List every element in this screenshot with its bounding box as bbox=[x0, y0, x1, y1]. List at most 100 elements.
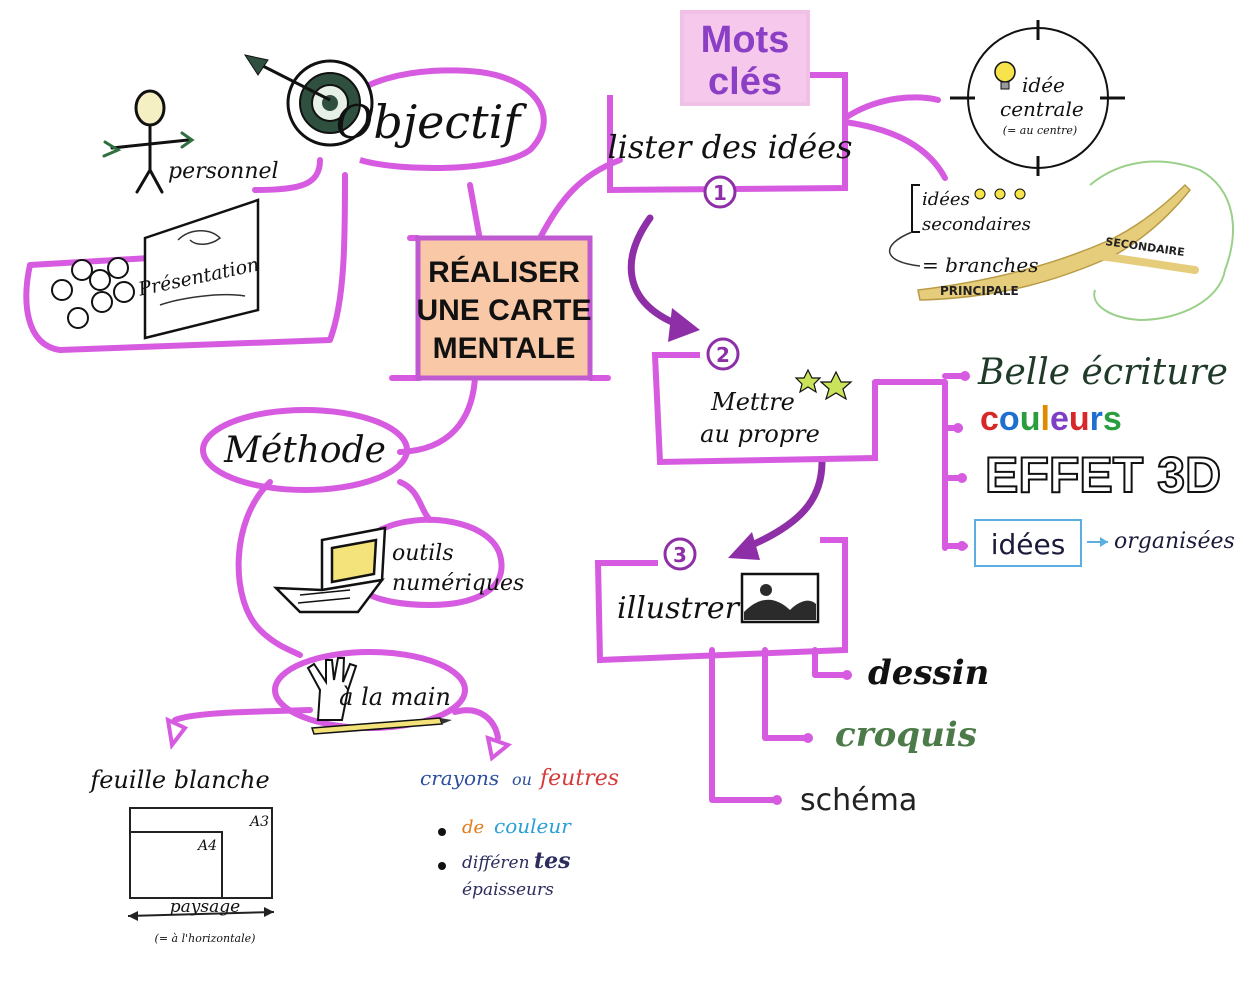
flow-arrow-2-3 bbox=[741, 458, 826, 552]
branch-main-crayons bbox=[452, 707, 501, 741]
branch-principale-shape bbox=[917, 183, 1192, 301]
couleurs-letter: s bbox=[1103, 400, 1122, 438]
couleurs-letter: c bbox=[980, 400, 999, 438]
objectif-title: Objectif bbox=[336, 95, 528, 149]
paysage-label: paysage bbox=[170, 897, 240, 917]
center-title-line3: MENTALE bbox=[433, 332, 576, 365]
crayons-node: crayons ou feutres de couleur différen t… bbox=[420, 766, 619, 900]
objectif-node: Objectif bbox=[243, 54, 547, 172]
center-title-line1: RÉALISER bbox=[428, 255, 580, 289]
sheet-a3-label: A3 bbox=[248, 814, 269, 830]
presentation-node: Présentation bbox=[51, 198, 261, 340]
branch-step3-croquis bbox=[762, 647, 808, 741]
flow-arrow-1-2-head bbox=[668, 308, 700, 342]
idees-secondaires-node: PRINCIPALE SECONDAIRE idées secondaires … bbox=[889, 160, 1234, 322]
de-label: de bbox=[462, 817, 484, 838]
dot-schema bbox=[772, 795, 782, 805]
secondaires-line2: secondaires bbox=[922, 214, 1031, 235]
methode-node: Méthode bbox=[200, 407, 410, 493]
step1-number: 1 bbox=[713, 181, 727, 205]
branch-step3-dessin bbox=[812, 647, 848, 678]
step2-number-badge bbox=[706, 337, 740, 371]
branches-label: = branches bbox=[922, 253, 1038, 277]
center-title-line2: UNE CARTE bbox=[416, 294, 591, 327]
branch-center-objectif bbox=[467, 182, 483, 243]
laptop-icon bbox=[272, 526, 387, 614]
couleur-label: couleur bbox=[494, 814, 572, 838]
centrale-line3: (= au centre) bbox=[1003, 124, 1077, 137]
small-bulbs-icon bbox=[974, 188, 1026, 200]
methode-bubble bbox=[200, 407, 410, 493]
main-label: à la main bbox=[339, 683, 451, 711]
dot-idees bbox=[957, 541, 967, 551]
principale-label: PRINCIPALE bbox=[940, 284, 1019, 298]
dessin-label: dessin bbox=[868, 653, 989, 693]
differen-label: différen bbox=[462, 853, 530, 873]
dot-effet bbox=[957, 473, 967, 483]
crayons-label: crayons bbox=[420, 766, 499, 790]
branch-methode-outils bbox=[397, 479, 433, 523]
hand-icon bbox=[306, 657, 358, 721]
secondaires-line1: idées bbox=[922, 189, 970, 210]
arrow-to-feuille-icon bbox=[165, 716, 189, 750]
step3-number-badge bbox=[663, 537, 697, 571]
step2-line1: Mettre bbox=[710, 388, 795, 416]
secondaires-bracket bbox=[911, 184, 920, 233]
dot-belle bbox=[960, 371, 970, 381]
image-icon bbox=[740, 572, 820, 624]
couleurs-label: couleurs bbox=[980, 400, 1122, 438]
personnel-label: personnel bbox=[168, 159, 279, 184]
mots-cles-line1: Mots bbox=[701, 19, 790, 61]
branch-step1-secondaires bbox=[842, 119, 948, 181]
branch-center-methode bbox=[397, 375, 478, 455]
feutres-label: feutres bbox=[538, 766, 619, 791]
target-icon bbox=[243, 54, 374, 147]
step1-title: lister des idées bbox=[607, 128, 852, 166]
center-node: RÉALISER UNE CARTE MENTALE bbox=[415, 235, 593, 381]
feuille-node: feuille blanche A3 A4 paysage (= à l'hor… bbox=[88, 766, 275, 945]
branch-lines bbox=[23, 94, 968, 803]
branch-objectif-presentation bbox=[23, 172, 348, 353]
bullet-1 bbox=[438, 828, 446, 836]
organisees-label: organisées bbox=[1114, 529, 1235, 554]
step3-title: illustrer bbox=[617, 591, 741, 626]
step3-node: 3 illustrer bbox=[594, 537, 848, 664]
paysage-arrow bbox=[127, 911, 275, 917]
step2-box bbox=[651, 352, 878, 466]
branch-step1-centrale bbox=[842, 94, 941, 121]
centrale-line2: centrale bbox=[1000, 97, 1084, 121]
step3-number: 3 bbox=[673, 543, 687, 567]
mots-cles-line2: clés bbox=[708, 61, 782, 103]
presentation-board bbox=[143, 198, 260, 340]
methode-title: Méthode bbox=[223, 430, 386, 471]
step3-box bbox=[594, 537, 848, 664]
step3-list: dessin croquis schéma bbox=[772, 653, 989, 818]
sheet-a4-label: A4 bbox=[196, 838, 217, 854]
horizontale-label: (= à l'horizontale) bbox=[155, 932, 256, 945]
flow-arrows bbox=[627, 214, 826, 552]
belle-ecriture-label: Belle écriture bbox=[977, 352, 1228, 393]
step2-list: Belle écriture couleurs EFFET 3D idées o… bbox=[953, 352, 1235, 567]
audience-faces-icon bbox=[51, 257, 135, 329]
effet-3d-label: EFFET 3D bbox=[985, 447, 1221, 503]
lightbulb-icon bbox=[994, 61, 1016, 90]
dot-dessin bbox=[842, 670, 852, 680]
couleurs-letter: r bbox=[1090, 400, 1103, 438]
step1-number-badge bbox=[703, 175, 737, 209]
couleurs-letter: l bbox=[1040, 400, 1049, 438]
branch-step3-schema bbox=[709, 647, 778, 803]
dot-croquis bbox=[803, 733, 813, 743]
branch-objectif-personnel bbox=[252, 157, 323, 193]
outils-bubble bbox=[368, 516, 505, 609]
flow-arrow-2-3-head bbox=[728, 532, 760, 560]
branch-methode-main bbox=[235, 479, 303, 658]
schema-label: schéma bbox=[800, 783, 917, 818]
feuille-title: feuille blanche bbox=[88, 766, 269, 794]
couleurs-letter: u bbox=[1069, 400, 1090, 438]
pencil-icon bbox=[310, 717, 452, 735]
bullet-2 bbox=[438, 862, 446, 870]
ou-label: ou bbox=[512, 770, 532, 789]
outils-line2: numériques bbox=[392, 571, 524, 596]
branch-step2-rail bbox=[872, 379, 948, 551]
sheet-a4 bbox=[129, 831, 223, 899]
